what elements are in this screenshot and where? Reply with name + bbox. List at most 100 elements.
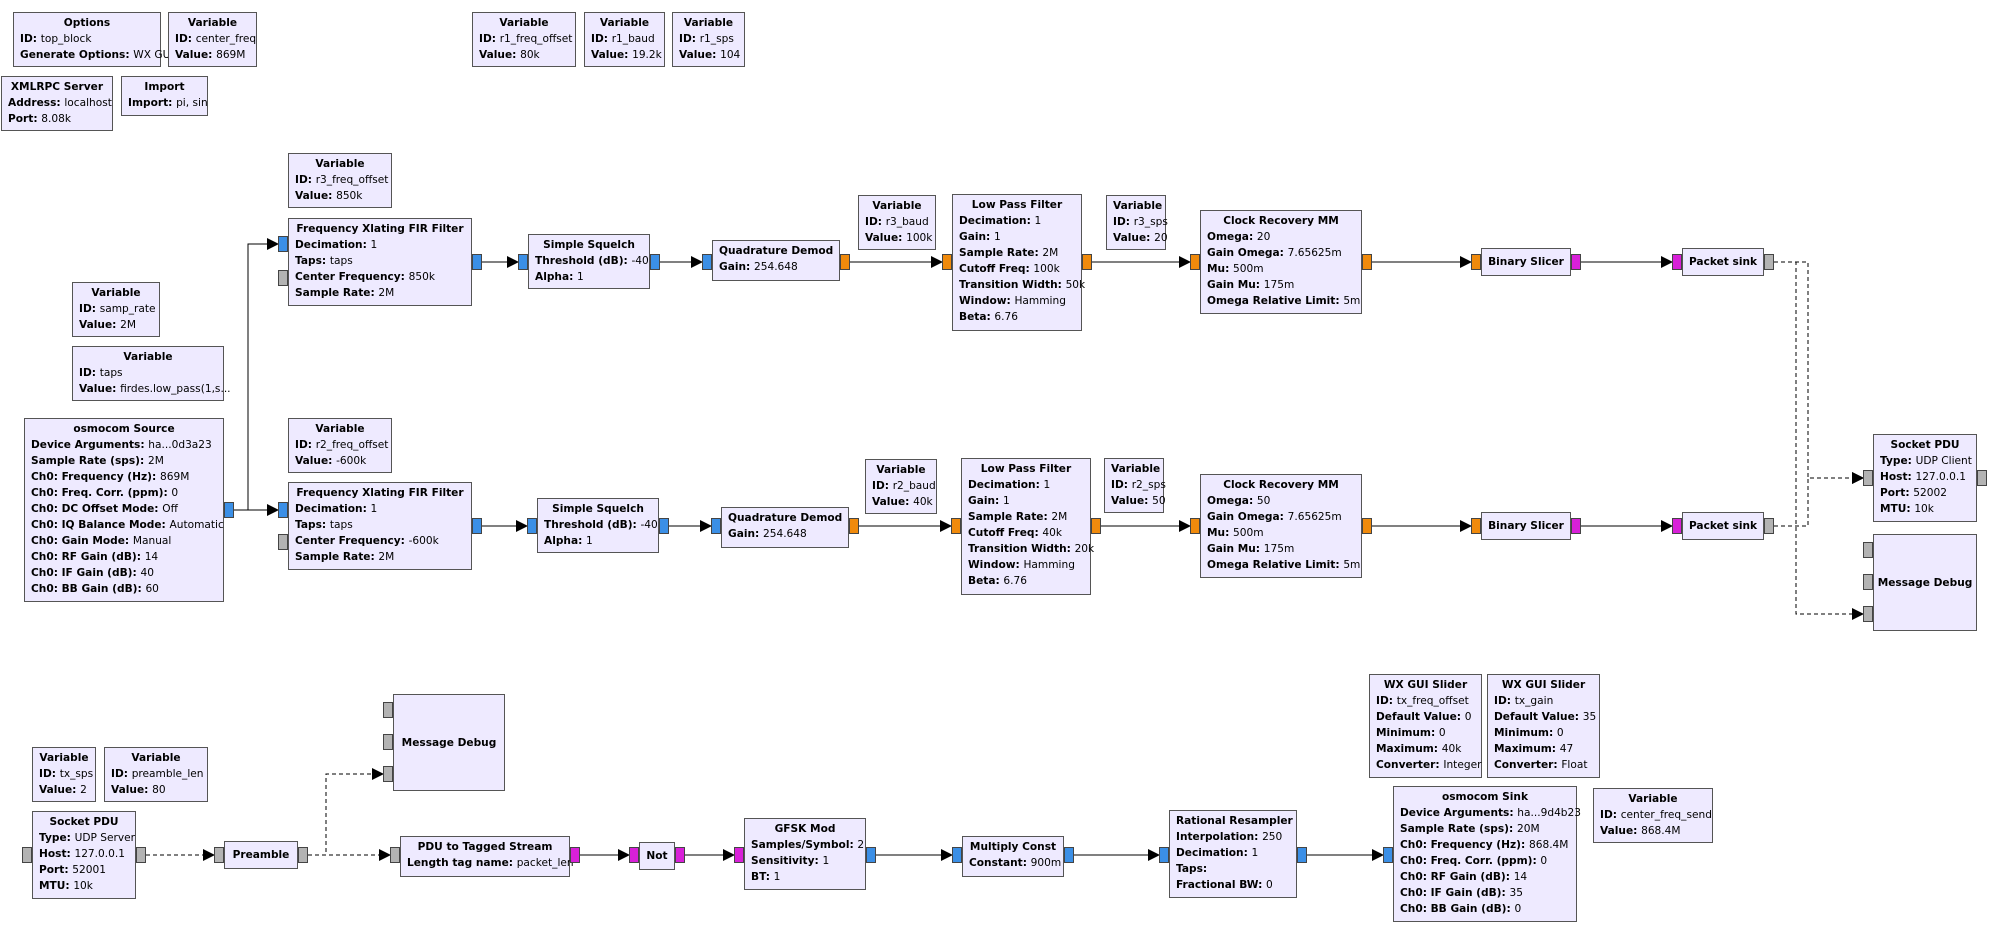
output-port[interactable] — [298, 847, 308, 863]
output-port[interactable] — [1362, 518, 1372, 534]
output-port[interactable] — [224, 502, 234, 518]
output-port[interactable] — [1571, 254, 1581, 270]
output-port[interactable] — [472, 254, 482, 270]
input-port[interactable] — [1471, 254, 1481, 270]
output-port[interactable] — [1764, 518, 1774, 534]
input-port[interactable] — [1383, 847, 1393, 863]
input-port[interactable] — [1471, 518, 1481, 534]
connection-wire[interactable] — [234, 238, 279, 511]
output-port[interactable] — [840, 254, 850, 270]
output-port[interactable] — [1571, 518, 1581, 534]
block-slicer-bot[interactable]: Binary Slicer — [1481, 512, 1571, 540]
input-port[interactable] — [278, 534, 288, 550]
input-port[interactable] — [734, 847, 744, 863]
input-port[interactable] — [383, 766, 393, 782]
input-port[interactable] — [278, 236, 288, 252]
input-port[interactable] — [278, 270, 288, 286]
input-port[interactable] — [214, 847, 224, 863]
block-msg-debug-left[interactable]: Message Debug — [393, 694, 505, 791]
output-port[interactable] — [1064, 847, 1074, 863]
output-port[interactable] — [1362, 254, 1372, 270]
input-port[interactable] — [1863, 606, 1873, 622]
connection-wire[interactable] — [1774, 472, 1864, 527]
input-port[interactable] — [383, 734, 393, 750]
output-port[interactable] — [136, 847, 146, 863]
input-port[interactable] — [711, 518, 721, 534]
output-port[interactable] — [650, 254, 660, 270]
input-port[interactable] — [1863, 574, 1873, 590]
output-port[interactable] — [849, 518, 859, 534]
connection-wire[interactable] — [1774, 261, 1864, 620]
input-port[interactable] — [527, 518, 537, 534]
output-port[interactable] — [1082, 254, 1092, 270]
input-port[interactable] — [1863, 470, 1873, 486]
output-port[interactable] — [570, 847, 580, 863]
block-sink-bot[interactable]: Packet sink — [1682, 512, 1764, 540]
input-port[interactable] — [390, 847, 400, 863]
input-port[interactable] — [518, 254, 528, 270]
block-sink-top[interactable]: Packet sink — [1682, 248, 1764, 276]
input-port[interactable] — [702, 254, 712, 270]
output-port[interactable] — [659, 518, 669, 534]
output-port[interactable] — [675, 847, 685, 863]
output-port[interactable] — [1977, 470, 1987, 486]
input-port[interactable] — [1672, 518, 1682, 534]
output-port[interactable] — [866, 847, 876, 863]
input-port[interactable] — [1159, 847, 1169, 863]
input-port[interactable] — [1672, 254, 1682, 270]
input-port[interactable] — [1863, 542, 1873, 558]
connection-wire[interactable] — [308, 768, 384, 856]
input-port[interactable] — [942, 254, 952, 270]
input-port[interactable] — [1190, 518, 1200, 534]
output-port[interactable] — [1297, 847, 1307, 863]
input-port[interactable] — [952, 847, 962, 863]
input-port[interactable] — [629, 847, 639, 863]
block-not[interactable]: Not — [639, 842, 675, 870]
input-port[interactable] — [278, 502, 288, 518]
block-slicer-top[interactable]: Binary Slicer — [1481, 248, 1571, 276]
input-port[interactable] — [22, 847, 32, 863]
output-port[interactable] — [472, 518, 482, 534]
input-port[interactable] — [1190, 254, 1200, 270]
block-msg-debug-right[interactable]: Message Debug — [1873, 534, 1977, 631]
output-port[interactable] — [1091, 518, 1101, 534]
block-preamble[interactable]: Preamble — [224, 841, 298, 869]
